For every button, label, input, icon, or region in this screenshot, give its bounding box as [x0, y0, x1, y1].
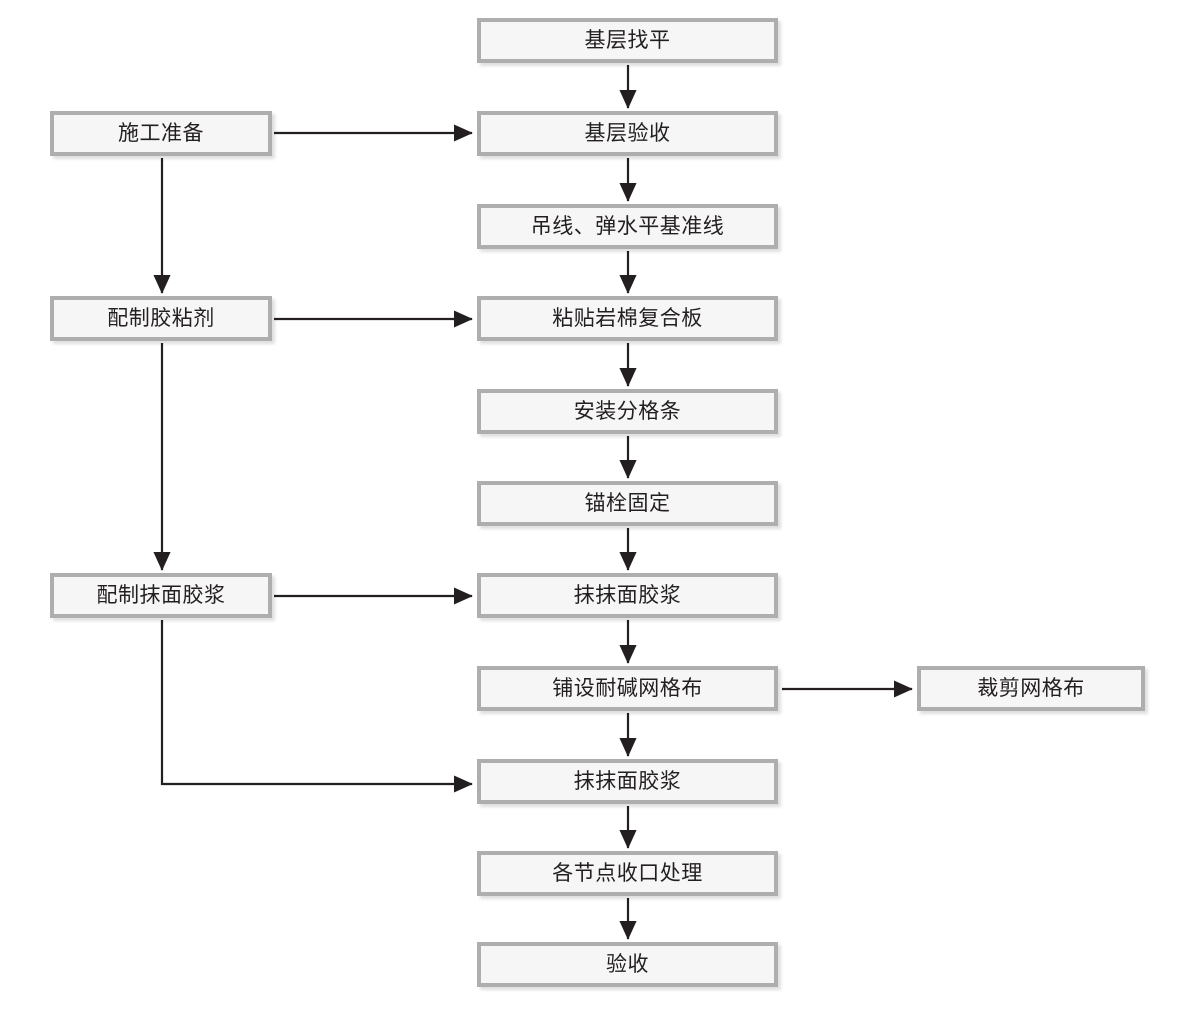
node-install-divider-strips[interactable]: 安装分格条 [477, 389, 778, 434]
node-label: 裁剪网格布 [977, 676, 1085, 700]
node-label: 基层验收 [584, 121, 671, 145]
node-label: 吊线、弹水平基准线 [530, 214, 725, 238]
node-label: 各节点收口处理 [552, 861, 703, 885]
node-joint-closure-treatment[interactable]: 各节点收口处理 [477, 851, 778, 896]
node-label: 验收 [606, 952, 649, 976]
connector-L3-n9 [160, 620, 473, 793]
node-label: 锚栓固定 [584, 491, 671, 515]
node-label: 施工准备 [118, 121, 204, 145]
node-label: 配制胶粘剂 [107, 306, 215, 330]
node-label: 安装分格条 [573, 399, 682, 423]
node-apply-finish-mortar-second[interactable]: 抹抹面胶浆 [477, 759, 778, 804]
node-lay-alkali-resistant-mesh[interactable]: 铺设耐碱网格布 [477, 666, 778, 711]
node-label: 铺设耐碱网格布 [552, 676, 703, 700]
node-construction-preparation[interactable]: 施工准备 [50, 111, 272, 156]
node-prepare-finish-mortar[interactable]: 配制抹面胶浆 [50, 573, 272, 618]
node-label: 抹抹面胶浆 [573, 583, 682, 607]
node-base-acceptance[interactable]: 基层验收 [477, 111, 778, 156]
node-label: 粘贴岩棉复合板 [552, 306, 703, 330]
node-prepare-adhesive[interactable]: 配制胶粘剂 [50, 296, 272, 341]
node-anchor-bolt-fixing[interactable]: 锚栓固定 [477, 481, 778, 526]
node-final-acceptance[interactable]: 验收 [477, 942, 778, 987]
node-label: 配制抹面胶浆 [96, 583, 226, 607]
node-cut-mesh-cloth[interactable]: 裁剪网格布 [917, 666, 1145, 711]
node-paste-rockwool-panel[interactable]: 粘贴岩棉复合板 [477, 296, 778, 341]
node-plumb-line-level-baseline[interactable]: 吊线、弹水平基准线 [477, 204, 778, 249]
node-label: 基层找平 [584, 28, 671, 52]
node-apply-finish-mortar-first[interactable]: 抹抹面胶浆 [477, 573, 778, 618]
node-base-leveling[interactable]: 基层找平 [477, 18, 778, 63]
node-label: 抹抹面胶浆 [573, 769, 682, 793]
